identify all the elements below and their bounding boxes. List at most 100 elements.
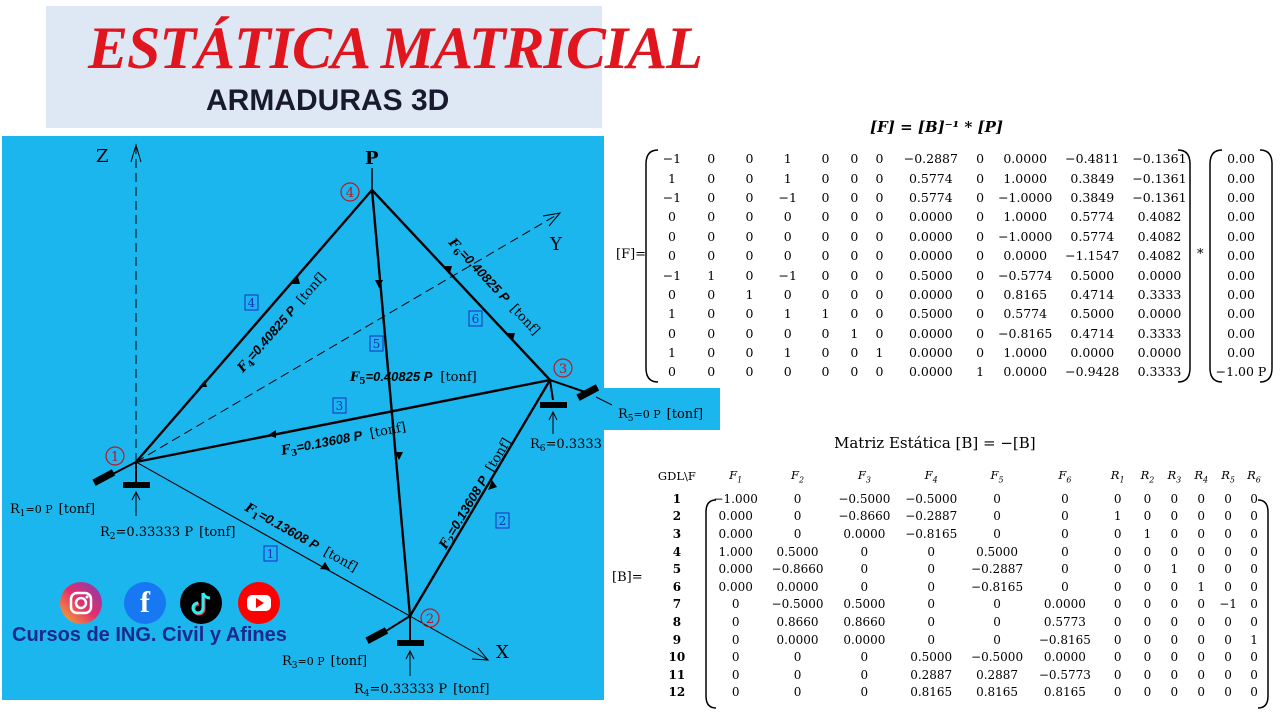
matrix2-cell: 0: [1143, 685, 1152, 700]
matrix2-cell: 1: [1197, 579, 1206, 594]
matrix1-cell: 1: [667, 345, 676, 361]
matrix1-cell: 0: [875, 306, 884, 322]
matrix1-cell: 1.0000: [1003, 345, 1048, 361]
matrix1-cell: 0: [875, 248, 884, 264]
matrix2-cell: −0.5000: [771, 597, 824, 612]
instagram-icon[interactable]: [60, 582, 102, 624]
matrix1-cell: 0: [707, 325, 716, 341]
matrix1-cell: 0: [976, 267, 985, 283]
svg-text:2: 2: [499, 514, 507, 528]
svg-text:3: 3: [336, 399, 344, 413]
svg-text:3: 3: [559, 362, 567, 377]
matrix2-cell: 0: [993, 526, 1001, 541]
matrix1-cell: 0: [821, 364, 830, 380]
matrix2-cell: 0: [1170, 685, 1179, 700]
matrix1-cell: 0: [821, 209, 830, 225]
matrix2-cell: 0: [927, 544, 936, 559]
matrix1-cell: 0: [707, 345, 716, 361]
force-label-f4: F4=0.40825 P[tonf]: [233, 269, 330, 377]
matrix2-cell: 0: [993, 632, 1001, 647]
reaction-label-r6: R6=0.3333: [530, 437, 602, 454]
matrix1-cell: 0: [850, 306, 859, 322]
youtube-icon[interactable]: [238, 582, 280, 624]
matrix2-col-header: R1: [1110, 467, 1125, 485]
social-icons: f: [60, 582, 290, 626]
member-5: [370, 189, 412, 617]
matrix2-row-label: 10: [668, 650, 686, 665]
matrix1-cell: 0: [707, 286, 716, 302]
y-axis-arrow: [542, 212, 562, 227]
matrix1-cell: −0.8165: [998, 325, 1053, 341]
svg-text:5: 5: [373, 337, 381, 351]
matrix1-cell: 0.0000: [908, 286, 953, 302]
matrix2-cell: 0: [793, 509, 802, 524]
matrix2-cell: 0: [1061, 526, 1069, 541]
matrix1-cell: 0.0000: [1003, 151, 1048, 167]
member-label-5: 5: [369, 335, 384, 352]
matrix1-cell: 0: [976, 228, 985, 244]
matrix2-cell: 0: [1250, 509, 1258, 524]
matrix2-cell: 0: [1143, 650, 1152, 665]
matrix1-brackets: [645, 149, 1273, 383]
matrix2-col-header: R5: [1221, 467, 1235, 485]
truss-diagram-panel-extension: [604, 388, 720, 430]
matrix1-cell: 0.3849: [1070, 170, 1115, 186]
matrix2-cell: 0: [1113, 544, 1122, 559]
matrix2-cell: 1: [1250, 632, 1258, 647]
matrix2-cell: 0: [1250, 597, 1258, 612]
matrix2-cell: 0: [1113, 526, 1122, 541]
matrix1-cell: 0: [783, 364, 792, 380]
matrix2-cell: 0: [1143, 579, 1152, 594]
matrix2-cell: 0: [860, 667, 869, 682]
matrix2-cell: 0: [1224, 579, 1232, 594]
matrix1-cell: 0.0000: [1137, 345, 1182, 361]
matrix1-cell: 0: [783, 286, 792, 302]
matrix1-cell: 1: [667, 306, 676, 322]
tiktok-icon[interactable]: [180, 582, 222, 624]
load-vector-cell: 0.00: [1227, 267, 1255, 283]
matrix2-row-label: 11: [668, 667, 686, 682]
member-label-2: 2: [495, 512, 510, 529]
matrix1-cell: 0: [821, 267, 830, 283]
matrix2-row-label: 9: [672, 632, 682, 647]
matrix2-cell: 0: [860, 685, 869, 700]
matrix2-cell: 0: [860, 579, 869, 594]
matrix2-cell: 0: [1250, 544, 1258, 559]
matrix2-col-header: F2: [791, 467, 805, 485]
matrix2-cell: 0: [860, 544, 869, 559]
matrix1-cell: 0.0000: [1070, 345, 1115, 361]
matrix1-cell: 0: [707, 364, 716, 380]
load-vector-cell: 0.00: [1227, 209, 1255, 225]
matrix2-cell: 0: [1061, 491, 1069, 506]
matrix1-cell: 0.3333: [1137, 325, 1182, 341]
matrix1-cell: 0: [976, 151, 985, 167]
facebook-icon[interactable]: f: [124, 582, 166, 624]
matrix1-cell: 0.5000: [908, 267, 953, 283]
matrix1-cell: 0: [745, 306, 754, 322]
matrix1-cell: 0: [976, 345, 985, 361]
load-vector-cell: −1.00 P: [1215, 364, 1267, 380]
matrix1-cell: 0.0000: [908, 325, 953, 341]
matrix1-cell: 0: [821, 286, 830, 302]
matrix1-cell: 0: [976, 209, 985, 225]
svg-text:1: 1: [111, 450, 119, 465]
matrix2-cell: 0: [1197, 562, 1206, 577]
member-2-arrow: [488, 480, 497, 490]
matrix1-cell: 0: [783, 248, 792, 264]
force-label-f5: F5=0.40825 P[tonf]: [349, 369, 477, 387]
matrix2-row-label: 8: [672, 614, 682, 629]
matrix2-cell: 0: [731, 597, 740, 612]
matrix2-cell: 0: [731, 614, 740, 629]
matrix1-cell: −1: [662, 151, 682, 167]
truss-diagram-panel: [2, 136, 604, 700]
matrix1-cell: 0.0000: [1137, 306, 1182, 322]
matrix1-cell: −0.5774: [998, 267, 1053, 283]
matrix2-cell: 0.0000: [843, 632, 886, 647]
